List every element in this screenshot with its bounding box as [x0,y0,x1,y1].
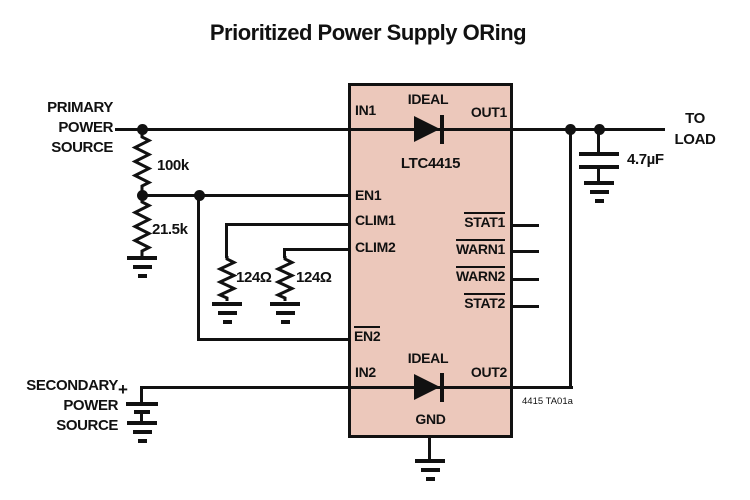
ideal-label-bottom: IDEAL [407,350,449,366]
ground-icon [126,256,158,278]
wire-out1-out2-link [569,128,572,389]
ground-icon [211,302,243,324]
junction-dot [137,124,148,135]
to-load-label: TO LOAD [674,110,716,148]
wire-battery-top-stub [140,386,143,403]
resistor-21k5-icon [131,196,153,257]
resistor-100k-icon [131,130,153,196]
pin-label-in1: IN1 [355,102,376,118]
pin-label-out2: OUT2 [470,364,507,380]
wire-warn2-stub [510,278,539,281]
pin-label-warn1: WARN1 [455,239,505,257]
junction-dot [594,124,605,135]
ideal-diode-icon [414,116,440,142]
wire-ic-gnd-stub [428,436,431,459]
wire-in1-out1-to-load [115,128,665,131]
wire-stat2-stub [510,305,539,308]
pin-label-stat2: STAT2 [464,293,505,311]
resistor-124-1-value: 124Ω [236,269,272,286]
pin-label-clim2: CLIM2 [355,239,396,255]
wire-en1 [142,194,351,197]
figure-note: 4415 TA01a [522,396,573,407]
wire-clim2-drop [283,248,286,258]
wire-stat1-stub [510,224,539,227]
ground-icon [126,421,158,443]
junction-dot [565,124,576,135]
wire-en2 [199,338,351,341]
wire-clim2 [285,248,351,251]
ic-part-number: LTC4415 [400,155,461,172]
pin-label-in2: IN2 [355,364,376,380]
ideal-diode-icon [440,373,444,402]
wire-warn1-stub [510,250,539,253]
pin-label-gnd: GND [415,411,446,427]
pin-label-stat1: STAT1 [464,212,505,230]
ground-icon [414,459,446,481]
pin-label-clim1: CLIM1 [355,212,396,228]
ground-icon [269,302,301,324]
capacitor-icon [579,152,619,156]
pin-label-en1: EN1 [355,187,382,203]
wire-en2-feed [197,194,200,341]
pin-label-warn2: WARN2 [455,266,505,284]
wire-clim1-drop [225,223,228,258]
battery-icon [126,402,158,406]
junction-dot [194,190,205,201]
ideal-diode-icon [440,115,444,144]
secondary-source-label: SECONDARY POWER SOURCE [26,377,118,434]
resistor-21k5-value: 21.5k [152,221,188,238]
ideal-diode-icon [414,374,440,400]
wire-cap-top-stub [597,128,600,154]
ground-icon [583,181,615,203]
resistor-124-2-icon [274,256,296,301]
capacitor-value: 4.7µF [627,151,664,168]
pin-label-en2: EN2 [354,326,381,344]
capacitor-icon [579,165,619,169]
wire-in2-out2 [142,386,573,389]
battery-plus-sign: + [118,380,128,399]
battery-icon [134,410,150,414]
primary-source-label: PRIMARY POWER SOURCE [47,99,113,156]
resistor-124-1-icon [216,256,238,301]
resistor-100k-value: 100k [157,157,189,174]
wire-battery-gnd-stub [140,413,143,422]
wire-cap-bottom-stub [597,168,600,181]
pin-label-out1: OUT1 [470,104,507,120]
ideal-label-top: IDEAL [407,91,449,107]
resistor-124-2-value: 124Ω [296,269,332,286]
wire-clim1 [227,223,351,226]
schematic-title: Prioritized Power Supply ORing [209,20,527,45]
